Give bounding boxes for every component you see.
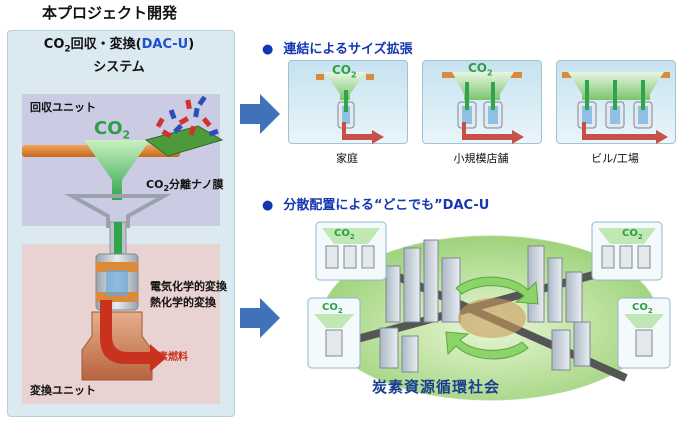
nano-membrane [144, 125, 224, 157]
caption-building-factory: ビル/工場 [591, 152, 639, 165]
city-illustration [307, 221, 671, 401]
page-title: 本プロジェクト開発 [42, 4, 178, 22]
scale-section-title: ●連結によるサイズ拡張 [262, 42, 413, 57]
arrow-to-scale [240, 94, 280, 134]
corner-unit-parts [314, 228, 664, 357]
tile-shop-co2: CO2 [468, 61, 493, 78]
caption-small-shop: 小規模店舗 [453, 152, 509, 165]
thermochemical-label: 熱化学的変換 [150, 296, 216, 309]
converter-base [81, 311, 153, 381]
arrow-to-distributed [240, 298, 280, 338]
tile-home-co2: CO2 [332, 63, 357, 80]
building-units [562, 72, 670, 144]
city-co2-top-right: CO2 [622, 228, 643, 241]
collection-unit-label: 回収ユニット [30, 101, 96, 114]
society-label: 炭素資源循環社会 [372, 378, 501, 396]
gas-molecules [155, 95, 219, 139]
city-co2-left: CO2 [322, 302, 343, 315]
dac-unit-illustration [22, 95, 224, 381]
city-co2-top-left: CO2 [334, 228, 355, 241]
membrane-label: CO2分離ナノ膜 [146, 178, 224, 194]
cycle-arrows [445, 276, 539, 360]
fuel-label: 炭素燃料 [148, 352, 188, 363]
city-buildings [379, 239, 591, 373]
conversion-unit-label: 変換ユニット [30, 384, 96, 397]
co2-label: CO2 [94, 118, 131, 142]
caption-home: 家庭 [336, 152, 358, 165]
collector-funnel [64, 194, 172, 228]
small-shop-units [442, 72, 524, 144]
city-co2-right: CO2 [632, 302, 653, 315]
home-unit [316, 72, 384, 144]
co2-funnel-arrow [84, 140, 150, 200]
electrochemical-label: 電気化学的変換 [150, 280, 227, 293]
system-title: CO2回収・変換(DAC-U) システム [43, 37, 195, 75]
distributed-section-title: ●分散配置による“どこでも”DAC-U [262, 198, 490, 213]
scale-unit-illustrations [316, 72, 670, 144]
fuel-output-arrow [100, 300, 166, 372]
